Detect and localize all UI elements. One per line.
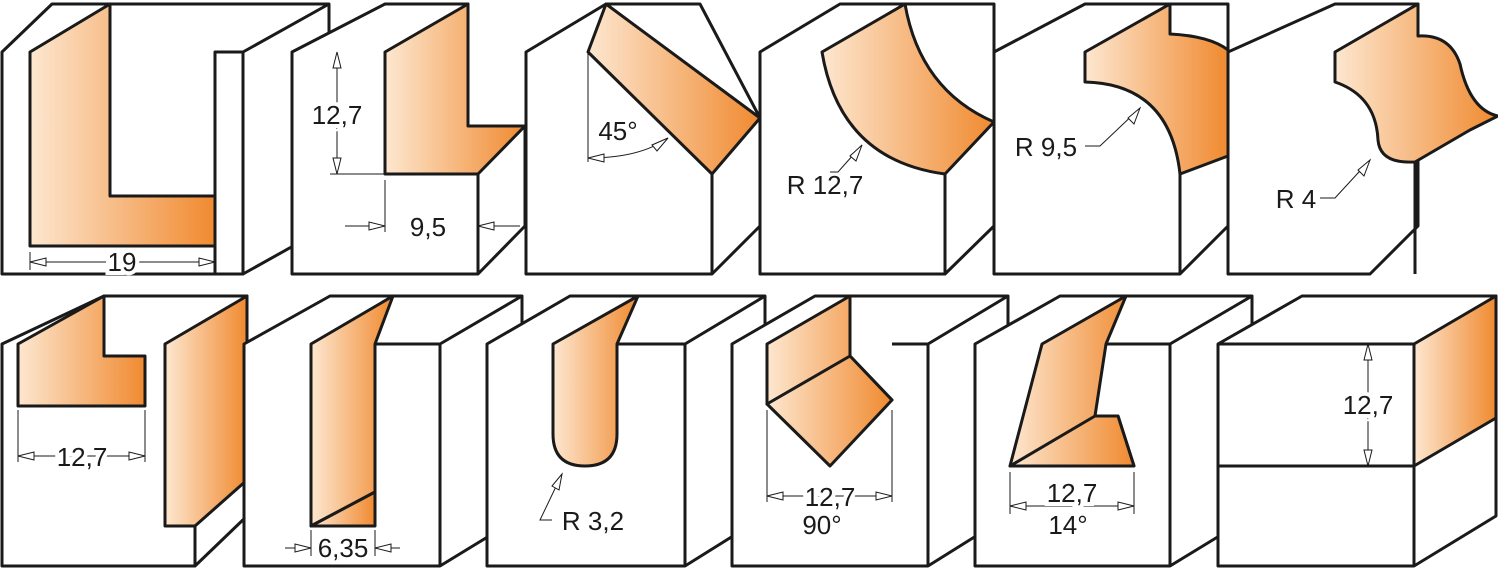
- profile-core-box: R 3,2: [485, 294, 767, 568]
- chamfer-angle-label: 45°: [598, 116, 637, 146]
- profile-mortise: 12,7: [0, 294, 249, 568]
- rabbet-depth-label: 12,7: [312, 100, 363, 130]
- profile-chamfer: 45°: [524, 2, 762, 276]
- profile-roundover: R 9,5: [992, 2, 1230, 276]
- rabbet-width-label: 9,5: [410, 212, 446, 242]
- profile-cove: R 12,7: [758, 2, 996, 276]
- v-groove-width-label: 12,7: [805, 482, 856, 512]
- profile-v-groove: 12,7 90°: [730, 294, 1010, 568]
- dovetail-width-label: 12,7: [1047, 478, 1098, 508]
- profile-flush-trim: 12,7: [1216, 294, 1498, 568]
- flush-trim-depth-label: 12,7: [1343, 390, 1394, 420]
- roundover-radius-label: R 9,5: [1015, 132, 1077, 162]
- core-box-radius-label: R 3,2: [562, 506, 624, 536]
- profile-dovetail: 12,7 14°: [973, 294, 1254, 568]
- cove-radius-label: R 12,7: [787, 170, 864, 200]
- profile-rabbet: 12,7 9,5: [290, 2, 527, 276]
- profile-narrow-slot: 6,35: [242, 294, 524, 568]
- profile-straight-slot: 19: [0, 2, 331, 281]
- narrow-slot-width-label: 6,35: [318, 533, 369, 563]
- mortise-width-label: 12,7: [57, 442, 108, 472]
- ogee-radius-label: R 4: [1276, 184, 1316, 214]
- v-groove-angle-label: 90°: [802, 510, 841, 540]
- slot-width-label: 19: [108, 247, 137, 277]
- dovetail-angle-label: 14°: [1048, 510, 1087, 540]
- profile-ogee: R 4: [1226, 2, 1498, 276]
